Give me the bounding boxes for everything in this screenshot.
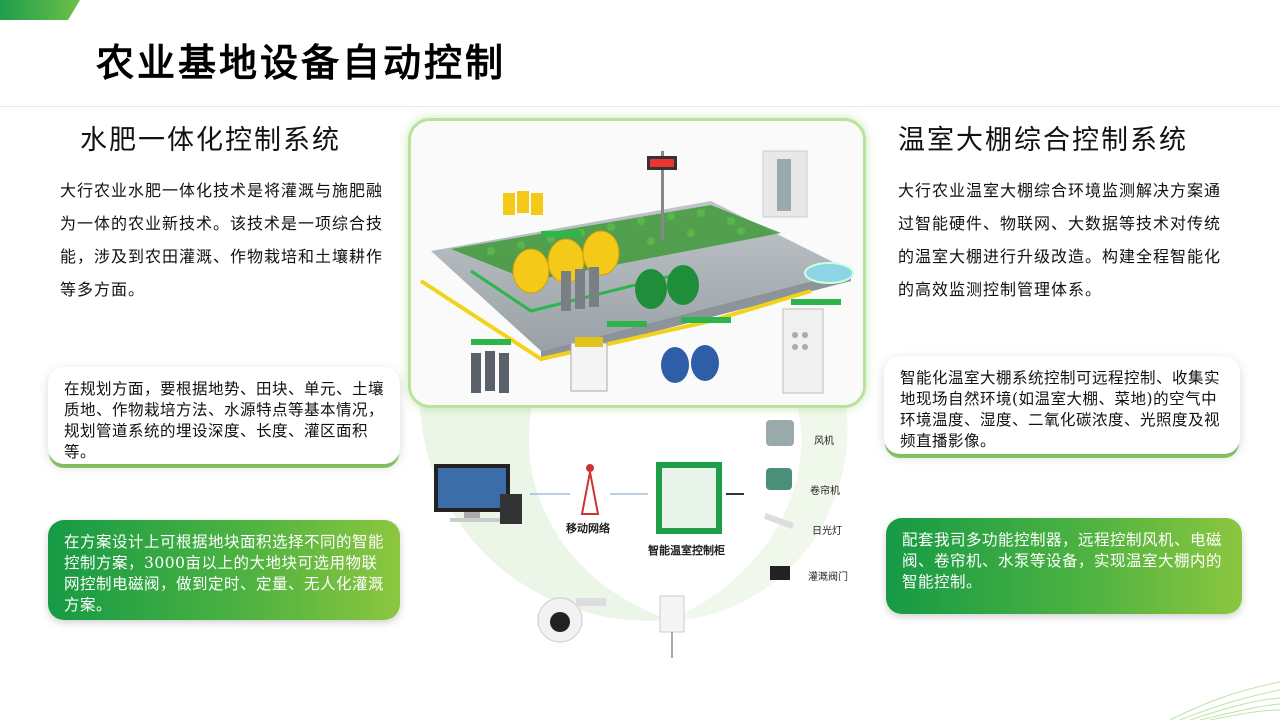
monitoring-card: 智能化温室大棚系统控制可远程控制、收集实地现场自然环境(如温室大棚、菜地)的空气… xyxy=(884,356,1240,454)
page-title: 农业基地设备自动控制 xyxy=(96,40,507,85)
irrigation-system-illustration xyxy=(408,118,866,408)
farm-scene-image xyxy=(411,121,863,405)
left-section-title: 水肥一体化控制系统 xyxy=(80,125,341,156)
right-description: 大行农业温室大棚综合环境监测解决方案通过智能硬件、物联网、大数据等技术对传统的温… xyxy=(898,181,1222,299)
network-diagram-graphic xyxy=(434,420,795,658)
control-cabinet-label: 智能温室控制柜 xyxy=(648,544,725,557)
decorative-leaves xyxy=(1169,681,1280,720)
planning-card: 在规划方面，要根据地势、田块、单元、土壤质地、作物栽培方法、水源特点等基本情况，… xyxy=(48,367,400,464)
irrigation-valve-label: 灌溉阀门 xyxy=(808,572,848,583)
design-card: 在方案设计上可根据地块面积选择不同的智能控制方案，3000亩以上的大地块可选用物… xyxy=(48,520,400,620)
left-description: 大行农业水肥一体化技术是将灌溉与施肥融为一体的农业新技术。该技术是一项综合技能，… xyxy=(60,181,384,299)
corner-accent xyxy=(0,0,80,20)
roller-shutter-label: 卷帘机 xyxy=(810,486,840,497)
header-divider xyxy=(0,106,1280,107)
fan-label: 风机 xyxy=(814,436,834,447)
control-card: 配套我司多功能控制器，远程控制风机、电磁阀、卷帘机、水泵等设备，实现温室大棚内的… xyxy=(886,518,1242,614)
right-section-title: 温室大棚综合控制系统 xyxy=(898,125,1188,156)
fluorescent-lamp-label: 日光灯 xyxy=(812,526,842,537)
mobile-network-label: 移动网络 xyxy=(566,522,610,535)
greenhouse-network-diagram: 移动网络 智能温室控制柜 风机 卷帘机 日光灯 灌溉阀门 xyxy=(420,410,880,660)
